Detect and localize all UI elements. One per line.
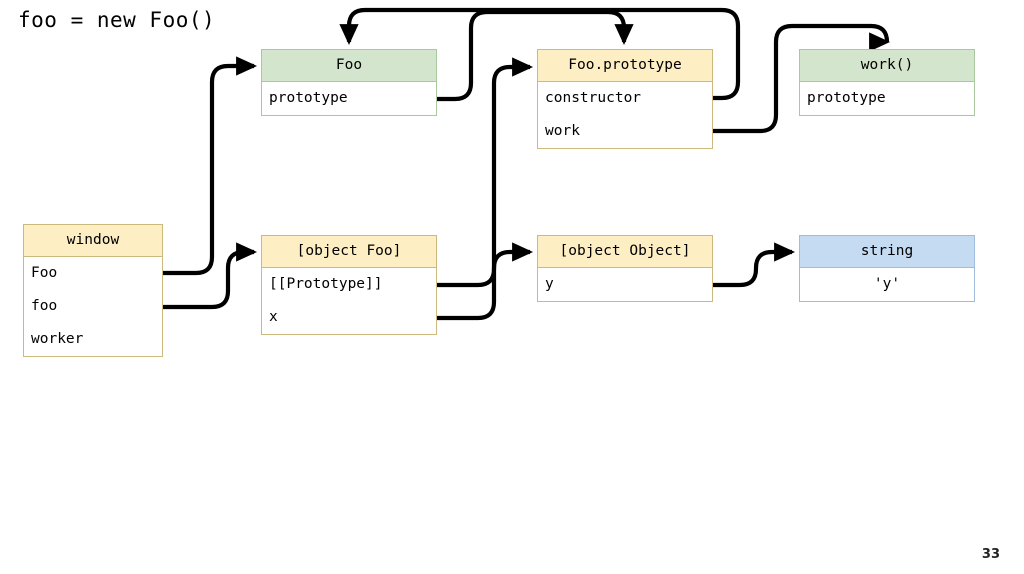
node-window-title: window xyxy=(24,225,162,257)
edge-objfoo-prototype-to-foo-prototype xyxy=(437,57,534,288)
edge-objfoo-x-to-object-object xyxy=(437,242,534,321)
node-work-function-row-prototype: prototype xyxy=(800,82,974,115)
node-foo-prototype: Foo.prototype constructor work xyxy=(537,49,713,149)
node-object-object-row-y: y xyxy=(538,268,712,301)
node-object-foo-row-x: x xyxy=(262,301,436,334)
node-object-foo: [object Foo] [[Prototype]] x xyxy=(261,235,437,335)
node-foo-prototype-title: Foo.prototype xyxy=(538,50,712,82)
node-foo-prototype-row-work: work xyxy=(538,115,712,148)
edge-window-foo-to-foo-func xyxy=(163,56,258,276)
node-work-function-title: work() xyxy=(800,50,974,82)
node-string-row-value: 'y' xyxy=(800,268,974,301)
node-window-row-foo-constructor: Foo xyxy=(24,257,162,290)
node-foo-prototype-row-constructor: constructor xyxy=(538,82,712,115)
node-object-foo-title: [object Foo] xyxy=(262,236,436,268)
node-window-row-worker: worker xyxy=(24,323,162,356)
node-object-foo-row-prototype: [[Prototype]] xyxy=(262,268,436,301)
node-window-row-foo-instance: foo xyxy=(24,290,162,323)
edge-objobject-y-to-string xyxy=(712,242,796,288)
node-foo-function-title: Foo xyxy=(262,50,436,82)
node-object-object-title: [object Object] xyxy=(538,236,712,268)
node-object-object: [object Object] y xyxy=(537,235,713,302)
node-work-function: work() prototype xyxy=(799,49,975,116)
node-foo-function-row-prototype: prototype xyxy=(262,82,436,115)
node-string-title: string xyxy=(800,236,974,268)
node-window: window Foo foo worker xyxy=(23,224,163,357)
node-foo-function: Foo prototype xyxy=(261,49,437,116)
page-title: foo = new Foo() xyxy=(18,8,216,32)
node-string: string 'y' xyxy=(799,235,975,302)
edge-window-foo-lower-to-object-foo xyxy=(163,242,258,310)
page-number: 33 xyxy=(981,547,1000,562)
